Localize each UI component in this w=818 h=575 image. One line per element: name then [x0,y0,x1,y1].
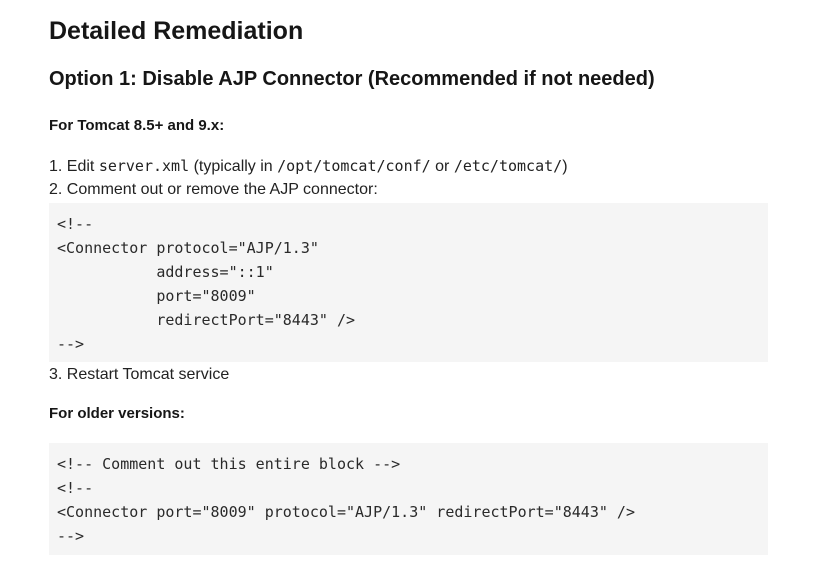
ajp-connector-code: <!-- <Connector protocol="AJP/1.3" addre… [57,215,356,353]
older-versions-subheading: For older versions: [49,405,185,422]
step-1-suffix: ) [562,158,568,175]
older-versions-code: <!-- Comment out this entire block --> <… [57,455,635,545]
ajp-connector-code-block[interactable]: <!-- <Connector protocol="AJP/1.3" addre… [49,203,768,362]
option-1-heading: Option 1: Disable AJP Connector (Recomme… [49,68,655,90]
conf-path-code: /opt/tomcat/conf/ [277,157,431,175]
etc-path-code: /etc/tomcat/ [453,157,563,175]
tomcat-new-subheading: For Tomcat 8.5+ and 9.x: [49,117,225,134]
step-2-text: 2. Comment out or remove the AJP connect… [49,181,378,198]
older-versions-code-block[interactable]: <!-- Comment out this entire block --> <… [49,443,768,555]
step-1-mid-1: (typically in [189,158,278,175]
step-1-mid-2: or [430,158,454,175]
page-title: Detailed Remediation [49,17,304,45]
step-1-text: 1. Edit server.xml (typically in /opt/to… [49,157,568,176]
step-1-prefix: 1. Edit [49,158,99,175]
step-3-text: 3. Restart Tomcat service [49,366,230,383]
server-xml-code: server.xml [98,157,190,175]
